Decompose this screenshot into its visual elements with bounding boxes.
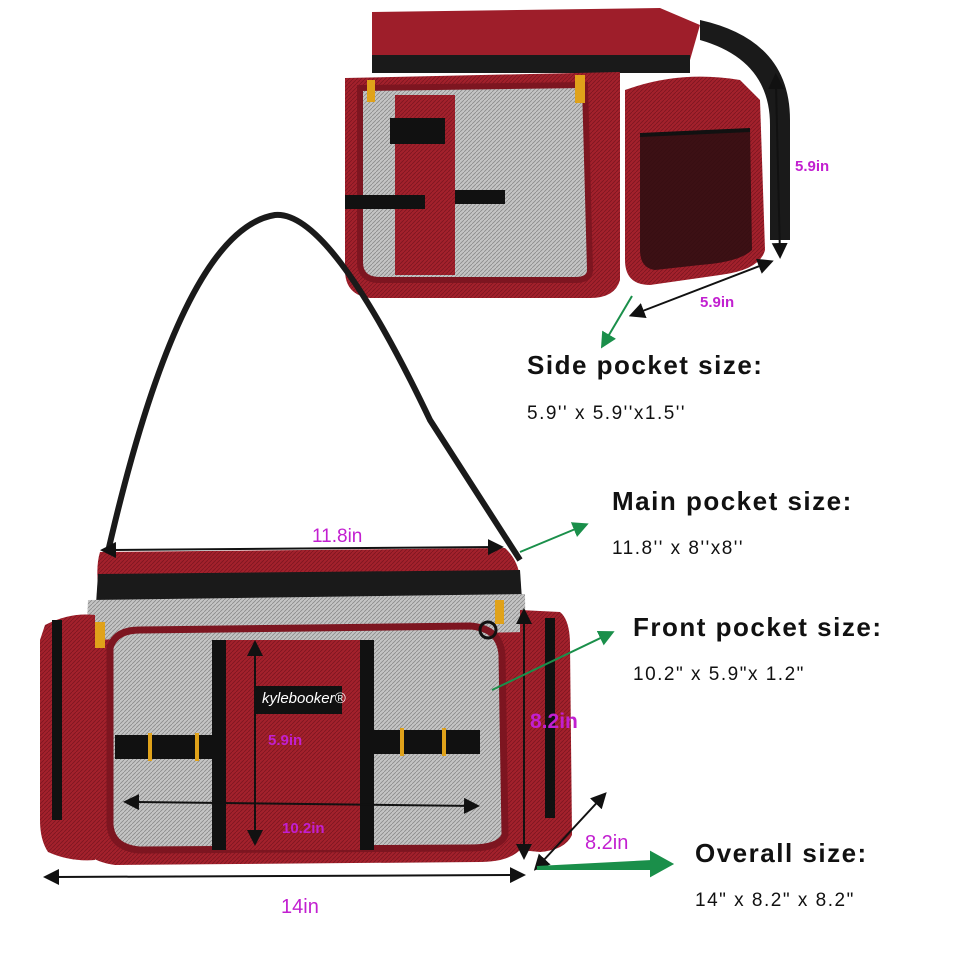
main-bag-image	[40, 211, 572, 865]
overall-size-pointer-arrow	[536, 850, 675, 878]
front-pocket-title: Front pocket size:	[633, 612, 883, 642]
front-width-dimension-label: 10.2in	[282, 820, 325, 837]
side-pocket-title: Side pocket size:	[527, 350, 764, 380]
overall-size-value: 14" x 8.2" x 8.2"	[695, 890, 855, 911]
overall-width-dimension-label: 14in	[281, 896, 319, 918]
main-pocket-size: 11.8'' x 8''x8''	[612, 538, 745, 559]
top-width-dimension-label: 11.8in	[312, 526, 363, 547]
overall-size-title: Overall size:	[695, 838, 868, 868]
brand-logo-badge	[254, 686, 342, 714]
brand-logo: kylebooker®	[262, 690, 346, 707]
side-height-dimension-label: 8.2in	[530, 710, 578, 733]
front-height-dimension-label: 5.9in	[268, 732, 303, 749]
top-height-dimension-label: 5.9in	[795, 158, 830, 175]
front-pocket-size: 10.2" x 5.9"x 1.2"	[633, 664, 805, 685]
depth-dimension-label: 8.2in	[585, 832, 629, 854]
side-pocket-size: 5.9'' x 5.9''x1.5''	[527, 403, 687, 424]
top-depth-dimension-label: 5.9in	[700, 294, 735, 311]
top-bag-image	[345, 8, 790, 298]
main-pocket-title: Main pocket size:	[612, 486, 853, 516]
